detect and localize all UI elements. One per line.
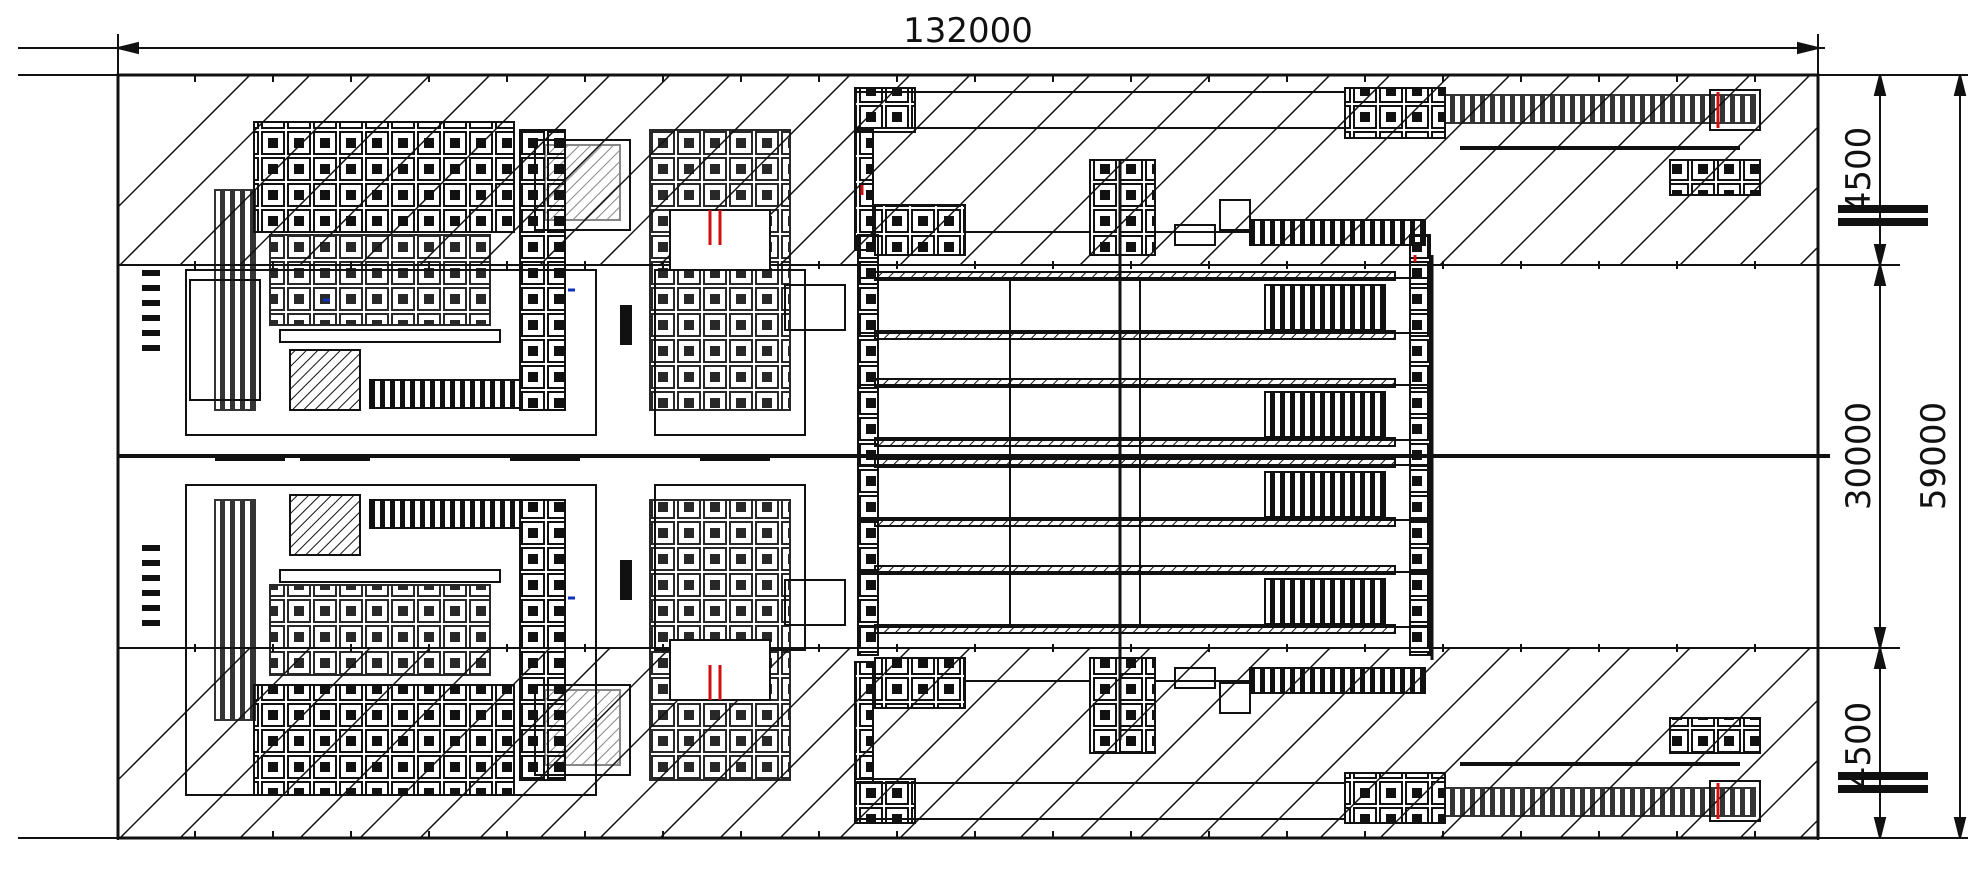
hatch-line — [779, 75, 971, 265]
hatch-line — [539, 75, 731, 265]
hatch-line — [118, 75, 251, 209]
dimension-label-center: 30000 — [1839, 402, 1879, 510]
hatch-line — [1679, 125, 1818, 265]
left-cell-block-top — [185, 121, 846, 436]
accent-markers — [323, 92, 1720, 819]
hatch-line — [1739, 758, 1818, 838]
dimension-label-length: 132000 — [903, 11, 1033, 51]
top-conveyor — [854, 87, 1761, 256]
left-cell-block-bottom — [185, 484, 846, 796]
hatch-line — [119, 75, 311, 265]
dimension-label-width: 59000 — [1914, 402, 1954, 510]
hatch-line — [899, 648, 1091, 838]
hatch-line — [119, 648, 311, 838]
hatch-line — [1139, 75, 1331, 265]
central-lines — [857, 160, 1434, 740]
right-legend-marks — [1838, 205, 1928, 793]
bottom-conveyor — [854, 657, 1761, 824]
hatch-line — [1079, 648, 1271, 838]
left-legend-marks — [142, 270, 770, 626]
dimension-label-top-band: 4500 — [1839, 127, 1879, 214]
hatch-line — [1739, 185, 1818, 265]
hatch-line — [1799, 818, 1818, 838]
hatch-line — [959, 75, 1151, 265]
hatch-line — [1799, 245, 1818, 265]
